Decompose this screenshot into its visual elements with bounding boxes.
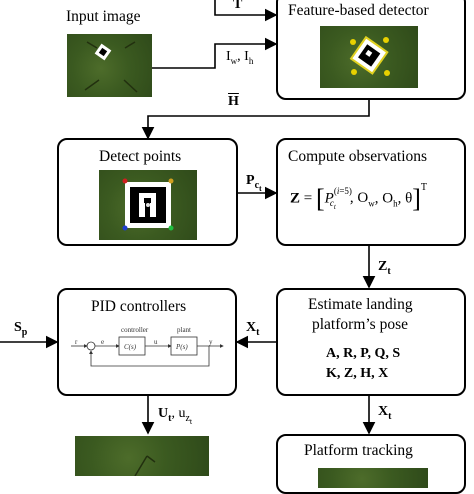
feature-based-detector-title: Feature-based detector xyxy=(288,2,429,19)
edge-label-Pct: Pct xyxy=(246,173,262,193)
compute-observations-box: Compute observations Z = [P(i=5)ct, Ow, … xyxy=(276,138,466,246)
estimate-pose-title-line1: Estimate landing xyxy=(308,296,413,313)
edge-label-Xt-down: Xt xyxy=(378,404,392,422)
observation-formula: Z = [P(i=5)ct, Ow, Oh, θ]T xyxy=(290,182,428,213)
pid-label-plant: plant xyxy=(177,326,191,334)
detect-points-title: Detect points xyxy=(99,148,182,165)
edge-label-Sp: Sp xyxy=(14,320,28,338)
detect-points-image xyxy=(99,170,197,240)
pid-label-y: y xyxy=(209,338,213,346)
edge-label-T: T xyxy=(233,0,243,12)
edge-label-Zt: Zt xyxy=(378,259,391,277)
detect-points-box: Detect points xyxy=(57,138,238,246)
pid-label-u: u xyxy=(154,338,158,346)
output-image xyxy=(75,436,209,477)
pid-label-P: P(s) xyxy=(175,343,188,351)
input-image-label: Input image xyxy=(66,8,141,25)
detector-image xyxy=(320,26,418,88)
edge-label-Ut-uzt: Ut, uzt xyxy=(158,406,193,426)
estimate-pose-box: Estimate landing platform’s pose A, R, P… xyxy=(276,288,466,396)
estimate-pose-title-line2: platform’s pose xyxy=(312,316,408,333)
edge-label-Hbar: H xyxy=(228,94,239,109)
pid-label-C: C(s) xyxy=(124,343,137,351)
pid-label-r: r xyxy=(75,338,78,346)
edge-input-to-detector xyxy=(152,37,278,69)
pid-controllers-title: PID controllers xyxy=(91,298,187,315)
input-image-marker xyxy=(84,41,138,93)
platform-tracking-box: Platform tracking xyxy=(276,434,466,494)
detected-marker xyxy=(349,35,390,76)
feature-based-detector-box: Feature-based detector xyxy=(276,0,466,100)
input-image xyxy=(67,34,152,97)
pid-controllers-box: PID controllers r e controller C(s) u pl… xyxy=(57,288,237,396)
platform-tracking-title: Platform tracking xyxy=(304,442,413,459)
platform-tracking-image xyxy=(318,468,428,488)
edge-T xyxy=(214,0,278,22)
edge-label-Iw-Ih: Iw, Ih xyxy=(226,49,254,66)
pose-variables-line1: A, R, P, Q, S xyxy=(326,346,401,361)
pose-variables-line2: K, Z, H, X xyxy=(326,366,389,381)
edge-label-Xt-left: Xt xyxy=(246,320,260,338)
connector-layer xyxy=(0,0,376,435)
edge-Hbar xyxy=(141,100,370,140)
pid-block-diagram: r e controller C(s) u plant P(s) y xyxy=(71,326,224,367)
pid-label-e: e xyxy=(101,338,104,346)
output-image-lines xyxy=(134,455,156,477)
compute-observations-title: Compute observations xyxy=(288,148,428,165)
detect-points-marker xyxy=(122,178,174,231)
pid-label-controller: controller xyxy=(121,326,149,334)
